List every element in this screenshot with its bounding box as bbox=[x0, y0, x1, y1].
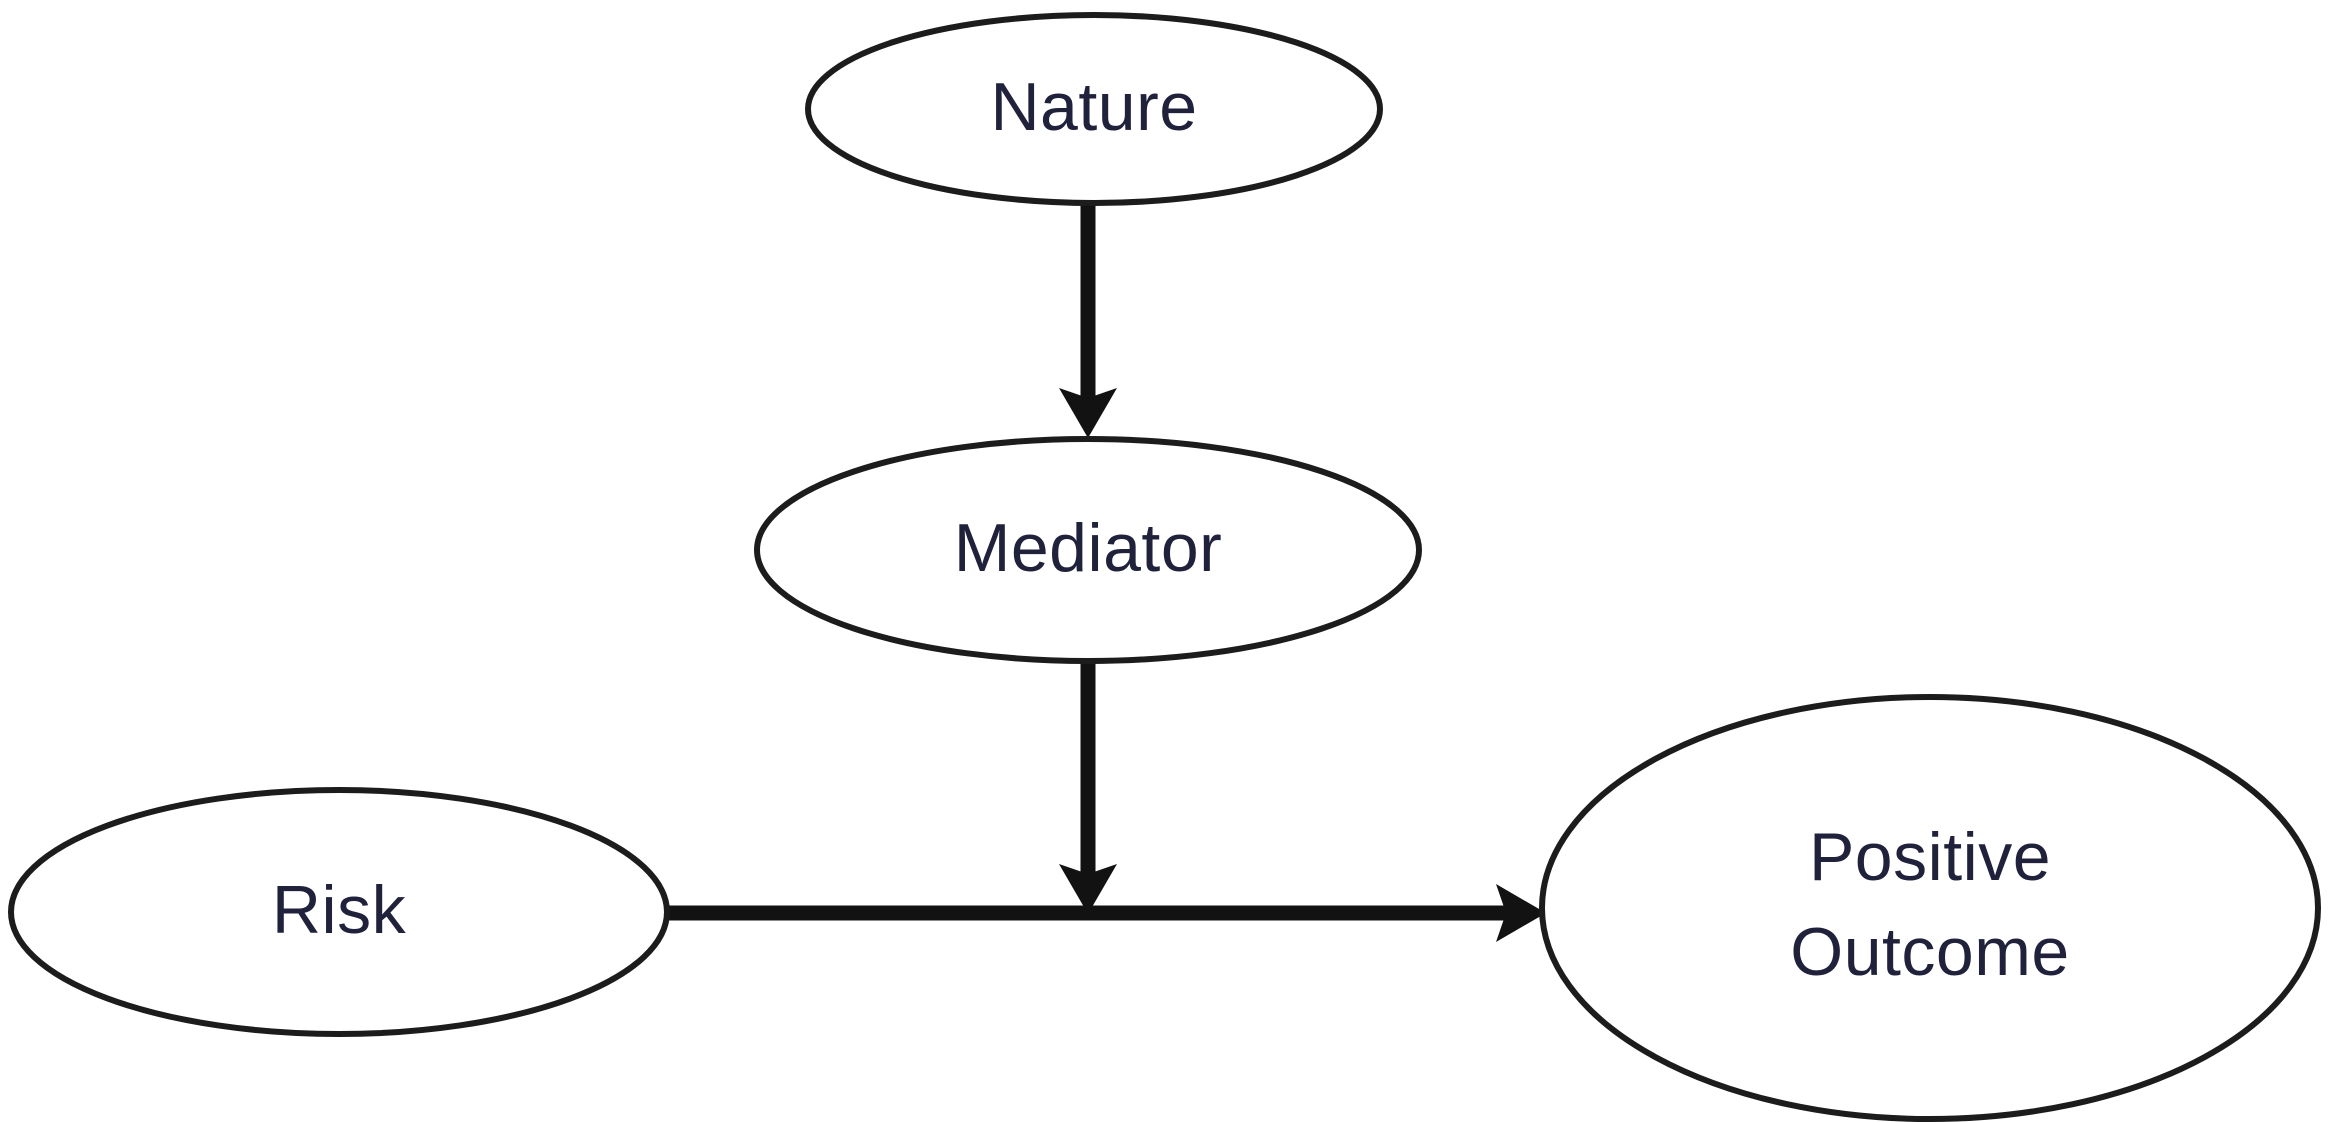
node-mediator[interactable]: Mediator bbox=[754, 436, 1422, 664]
edge-risk-to-positive-outcome-arrowhead bbox=[1496, 884, 1546, 942]
edge-nature-to-mediator-arrowhead bbox=[1059, 388, 1117, 438]
node-positive-outcome-shape bbox=[1539, 694, 2321, 1122]
node-positive-outcome-label-line2: Outcome bbox=[1790, 914, 2069, 990]
node-mediator-shape bbox=[754, 436, 1422, 664]
edge-nature-to-mediator[interactable] bbox=[1059, 196, 1117, 438]
edge-mediator-to-path[interactable] bbox=[1059, 654, 1117, 914]
node-positive-outcome[interactable]: Positive Outcome bbox=[1539, 694, 2321, 1122]
node-nature-shape bbox=[805, 12, 1383, 206]
edge-risk-to-positive-outcome[interactable] bbox=[660, 884, 1546, 942]
node-positive-outcome-label-line1: Positive bbox=[1809, 819, 2051, 895]
edge-mediator-to-path-arrowhead bbox=[1059, 864, 1117, 914]
node-risk-label: Risk bbox=[272, 872, 407, 948]
node-risk[interactable]: Risk bbox=[8, 787, 670, 1037]
node-risk-shape bbox=[8, 787, 670, 1037]
node-mediator-label: Mediator bbox=[954, 510, 1223, 586]
node-nature[interactable]: Nature bbox=[805, 12, 1383, 206]
node-nature-label: Nature bbox=[990, 69, 1197, 145]
